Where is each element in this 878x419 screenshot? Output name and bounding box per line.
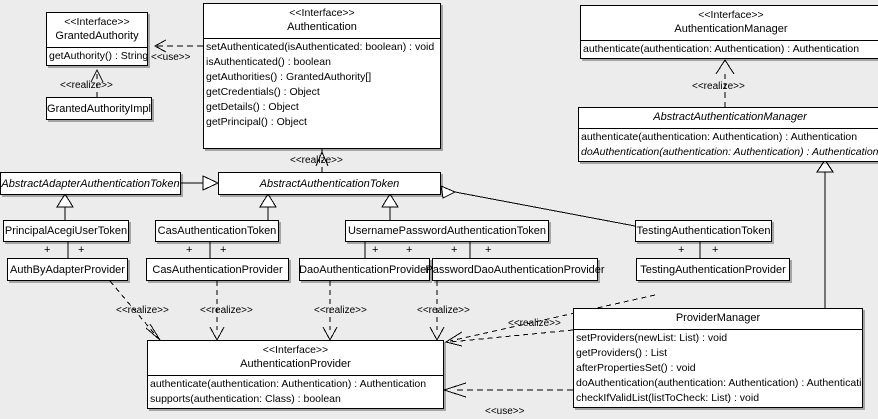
- label-realize-cas-authentication-provider: <<realize>>: [200, 305, 253, 316]
- association-plus-marker: +: [712, 244, 719, 256]
- method-get-providers: getProviders() : List: [576, 347, 668, 359]
- method-authenticate: authenticate(authentication: Authenticat…: [150, 378, 427, 390]
- class-name: AuthenticationManager: [674, 23, 788, 35]
- class-name: Authentication: [287, 21, 357, 33]
- method-compartment: authenticate(authentication: Authenticat…: [579, 128, 878, 161]
- association-plus-marker: +: [372, 244, 379, 256]
- method-authenticate: authenticate(authentication: Authenticat…: [581, 131, 858, 143]
- association-plus-marker: +: [44, 244, 51, 256]
- class-authentication[interactable]: <<Interface>> Authentication setAuthenti…: [203, 3, 441, 149]
- class-header: <<Interface>> AuthenticationProvider: [148, 341, 443, 375]
- method-get-principal: getPrincipal() : Object: [206, 116, 307, 128]
- class-auth-by-adapter-provider[interactable]: AuthByAdapterProvider: [7, 258, 128, 281]
- method-authenticate: authenticate(authentication: Authenticat…: [583, 43, 860, 55]
- class-name: CasAuthenticationToken: [157, 225, 277, 237]
- label-use-authentication-granted-authority: <<use>>: [151, 52, 191, 63]
- method-set-authenticated: setAuthenticated(isAuthenticated: boolea…: [206, 41, 435, 53]
- class-header: <<Interface>> Authentication: [204, 4, 440, 38]
- method-supports: supports(authentication: Class) : boolea…: [150, 393, 341, 405]
- class-name: AuthByAdapterProvider: [10, 263, 125, 276]
- association-plus-marker: +: [186, 244, 193, 256]
- method-do-authentication: doAuthentication(authentication: Authent…: [576, 377, 862, 389]
- method-check-if-valid-list: checkIfValidList(listToCheck: List) : vo…: [576, 392, 760, 404]
- method-compartment: setAuthenticated(isAuthenticated: boolea…: [204, 38, 440, 131]
- class-authentication-manager[interactable]: <<Interface>> AuthenticationManager auth…: [580, 5, 878, 59]
- class-testing-authentication-provider[interactable]: TestingAuthenticationProvider: [636, 258, 790, 281]
- class-name: TestingAuthenticationProvider: [640, 263, 786, 276]
- class-granted-authority[interactable]: <<Interface>> GrantedAuthority getAuthor…: [46, 12, 148, 66]
- label-realize-provider-manager: <<realize>>: [508, 318, 561, 329]
- stereotype-interface: <<Interface>>: [262, 344, 329, 356]
- class-name: ProviderManager: [675, 312, 761, 324]
- stereotype-interface: <<Interface>>: [64, 16, 130, 28]
- class-name: AuthenticationProvider: [240, 358, 351, 370]
- class-cas-authentication-provider[interactable]: CasAuthenticationProvider: [146, 258, 289, 281]
- method-compartment: authenticate(authentication: Authenticat…: [148, 375, 443, 408]
- label-use-provider-manager: <<use>>: [485, 406, 525, 417]
- method-compartment: getAuthority() : String: [47, 47, 147, 65]
- class-name: GrantedAuthorityImpl: [47, 102, 151, 115]
- stereotype-interface: <<Interface>>: [289, 7, 355, 19]
- class-header: <<Interface>> AuthenticationManager: [581, 6, 878, 40]
- label-realize-authentication-manager: <<realize>>: [692, 81, 745, 92]
- class-username-password-authentication-token[interactable]: UsernamePasswordAuthenticationToken: [345, 220, 549, 242]
- class-testing-authentication-token[interactable]: TestingAuthenticationToken: [635, 220, 772, 242]
- association-plus-marker: +: [451, 244, 458, 256]
- label-realize-granted-authority-impl: <<realize>>: [60, 80, 113, 91]
- class-name: GrantedAuthority: [55, 30, 139, 42]
- method-after-properties-set: afterPropertiesSet() : void: [576, 362, 696, 374]
- method-do-authentication: doAuthentication(authentication: Authent…: [581, 146, 878, 158]
- class-name: UsernamePasswordAuthenticationToken: [347, 225, 547, 237]
- class-dao-authentication-provider[interactable]: DaoAuthenticationProvider: [299, 258, 430, 281]
- class-authentication-provider[interactable]: <<Interface>> AuthenticationProvider aut…: [147, 340, 444, 409]
- label-realize-auth-by-adapter-provider: <<realize>>: [116, 305, 169, 316]
- class-provider-manager[interactable]: ProviderManager setProviders(newList: Li…: [573, 308, 863, 408]
- method-get-authorities: getAuthorities() : GrantedAuthority[]: [206, 71, 372, 83]
- class-header: <<Interface>> GrantedAuthority: [47, 13, 147, 47]
- class-principal-acegi-user-token[interactable]: PrincipalAcegiUserToken: [3, 220, 129, 242]
- class-name: AbstractAdapterAuthenticationToken: [1, 177, 180, 190]
- label-realize-dao-authentication-provider: <<realize>>: [314, 305, 367, 316]
- class-name: PasswordDaoAuthenticationProvider: [425, 263, 605, 276]
- association-plus-marker: +: [406, 244, 413, 256]
- method-compartment: setProviders(newList: List) : void getPr…: [574, 329, 862, 407]
- stereotype-interface: <<Interface>>: [698, 9, 764, 21]
- class-name: AbstractAuthenticationToken: [259, 177, 400, 190]
- class-granted-authority-impl[interactable]: GrantedAuthorityImpl: [46, 97, 152, 120]
- method-get-credentials: getCredentials() : Object: [206, 86, 320, 98]
- class-abstract-adapter-authentication-token[interactable]: AbstractAdapterAuthenticationToken: [0, 172, 181, 195]
- method-get-details: getDetails() : Object: [206, 101, 299, 113]
- class-name: PrincipalAcegiUserToken: [4, 225, 128, 237]
- class-header: AbstractAuthenticationManager: [579, 108, 878, 128]
- method-get-authority: getAuthority() : String: [49, 50, 147, 62]
- method-is-authenticated: isAuthenticated() : boolean: [206, 56, 331, 68]
- class-name: CasAuthenticationProvider: [152, 263, 283, 276]
- association-plus-marker: +: [220, 244, 227, 256]
- class-abstract-authentication-manager[interactable]: AbstractAuthenticationManager authentica…: [578, 107, 878, 162]
- class-header: ProviderManager: [574, 309, 862, 329]
- class-password-dao-authentication-provider[interactable]: PasswordDaoAuthenticationProvider: [425, 258, 605, 281]
- association-plus-marker: +: [78, 244, 85, 256]
- class-name: AbstractAuthenticationManager: [653, 111, 807, 123]
- class-name: DaoAuthenticationProvider: [299, 263, 430, 276]
- association-plus-marker: +: [678, 244, 685, 256]
- label-realize-password-dao-authentication-provider: <<realize>>: [417, 305, 470, 316]
- method-compartment: authenticate(authentication: Authenticat…: [581, 40, 878, 58]
- class-cas-authentication-token[interactable]: CasAuthenticationToken: [155, 220, 279, 242]
- class-abstract-authentication-token[interactable]: AbstractAuthenticationToken: [218, 172, 441, 195]
- label-realize-authentication-token: <<realize>>: [290, 155, 343, 166]
- association-plus-marker: +: [485, 244, 492, 256]
- method-set-providers: setProviders(newList: List) : void: [576, 332, 728, 344]
- class-name: TestingAuthenticationToken: [636, 225, 771, 237]
